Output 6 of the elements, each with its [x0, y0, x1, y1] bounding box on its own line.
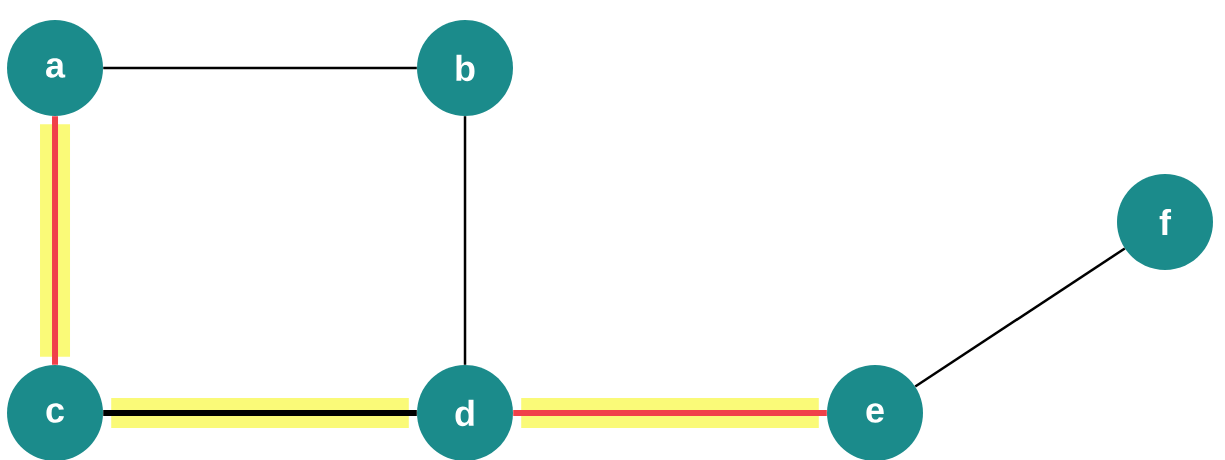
edge-line	[513, 410, 827, 416]
edge-line	[103, 410, 417, 416]
edge-line	[463, 116, 467, 365]
edge-line	[103, 66, 417, 70]
edge-line	[52, 116, 58, 365]
edge-line	[914, 247, 1126, 388]
